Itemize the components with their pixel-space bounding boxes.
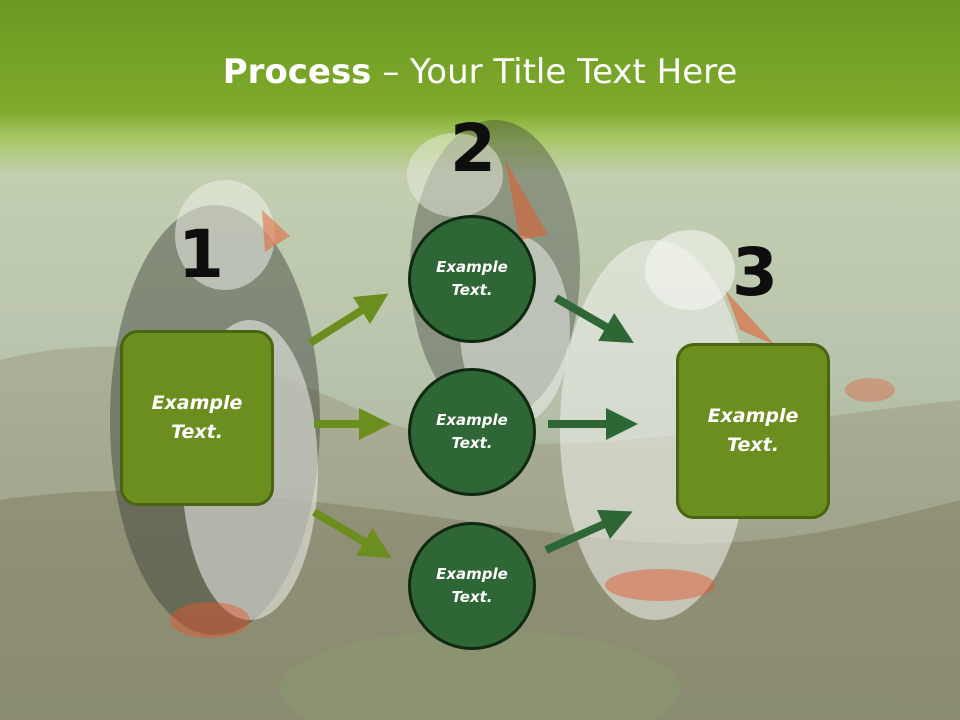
step-box-3: Example Text. <box>676 343 830 519</box>
middle-circle-top: Example Text. <box>408 215 536 343</box>
middle-circle-bottom: Example Text. <box>408 522 536 650</box>
arrow-right-up <box>553 294 634 344</box>
step-number-3: 3 <box>732 234 778 311</box>
arrow-right-down <box>544 509 633 554</box>
title-rest: – Your Title Text Here <box>371 52 738 92</box>
arrow-left-down <box>311 508 392 559</box>
slide-title: Process – Your Title Text Here <box>0 52 960 92</box>
title-bold: Process <box>222 52 372 92</box>
step-number-1: 1 <box>178 216 224 293</box>
step-box-1: Example Text. <box>120 330 274 506</box>
middle-circle-center: Example Text. <box>408 368 536 496</box>
step-number-2: 2 <box>450 110 496 187</box>
arrow-left-up <box>307 293 389 347</box>
